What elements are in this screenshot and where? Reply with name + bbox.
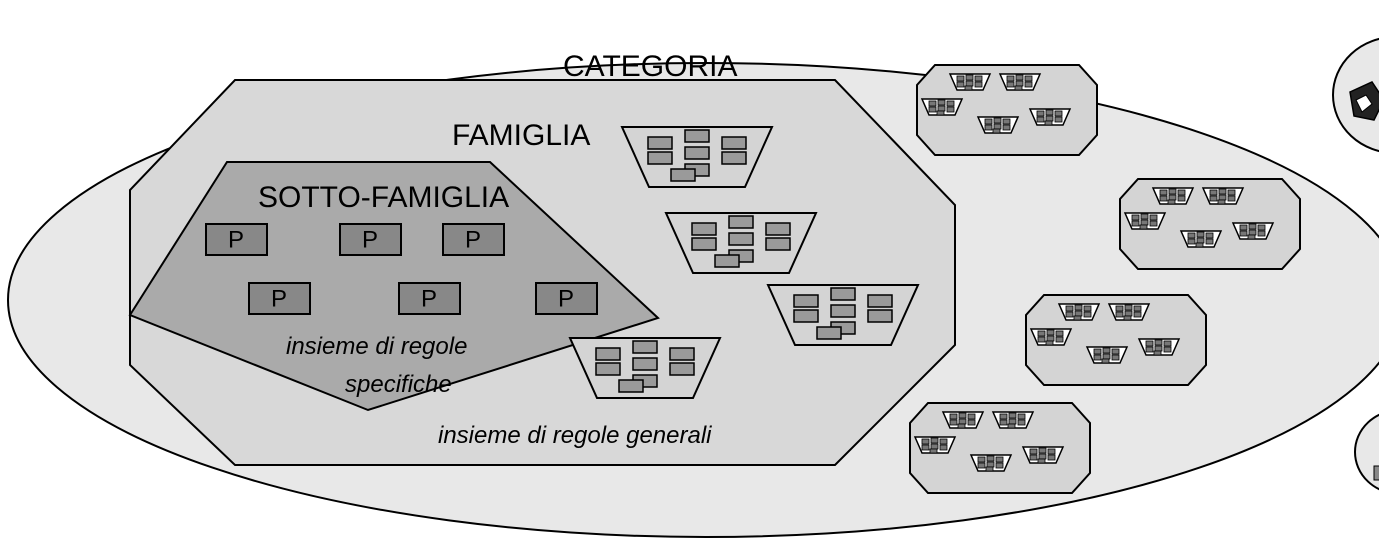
svg-text:P: P [228, 227, 244, 254]
specific-rules-label-2: specifiche [345, 371, 452, 398]
svg-text:P: P [558, 286, 574, 313]
other-family [910, 403, 1090, 493]
other-family [1026, 295, 1206, 385]
general-rules-label: insieme di regole generali [438, 422, 712, 449]
svg-text:P: P [465, 227, 481, 254]
other-family [917, 65, 1097, 155]
svg-text:P: P [421, 286, 437, 313]
subfamily-cluster [767, 284, 919, 346]
family-label: FAMIGLIA [452, 119, 590, 152]
product-box: P [442, 223, 505, 256]
other-category [1354, 413, 1379, 491]
specific-rules-label: insieme di regole [286, 333, 467, 360]
svg-text:P: P [362, 227, 378, 254]
product-box: P [205, 223, 268, 256]
subfamily-cluster [569, 337, 721, 399]
subfamily-cluster [621, 126, 773, 188]
product-box: P [398, 282, 461, 315]
other-family [1120, 179, 1300, 269]
other-category [1332, 37, 1379, 153]
category-label: CATEGORIA [563, 50, 737, 83]
svg-text:P: P [271, 286, 287, 313]
subfamily-label: SOTTO-FAMIGLIA [258, 181, 509, 214]
subfamily-cluster [665, 212, 817, 274]
product-box: P [535, 282, 598, 315]
product-box: P [339, 223, 402, 256]
product-box: P [248, 282, 311, 315]
